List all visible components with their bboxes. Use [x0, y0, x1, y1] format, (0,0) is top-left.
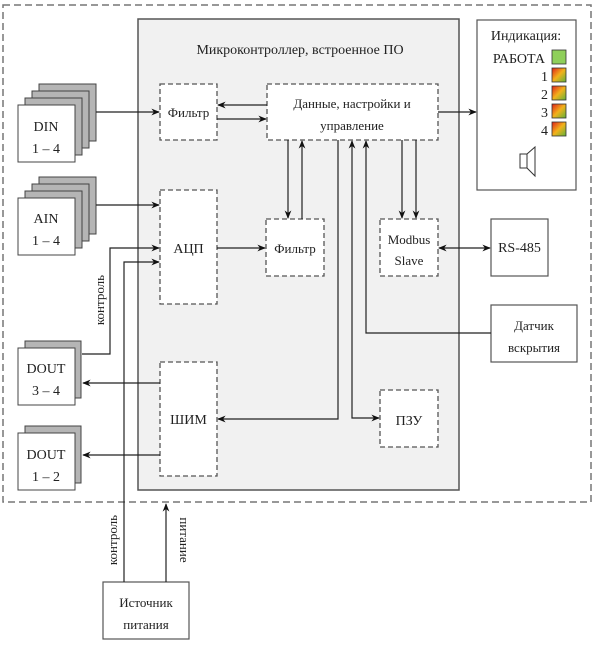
- led-work-label: РАБОТА: [493, 52, 546, 67]
- ain-stack: AIN 1 – 4: [17, 176, 97, 256]
- led-2-label: 2: [541, 88, 548, 103]
- indication-panel: Индикация: РАБОТА 1 2 3 4: [476, 19, 577, 191]
- dout34-stack: DOUT 3 – 4: [17, 340, 82, 406]
- led-4: 4: [541, 121, 567, 139]
- led-work-indicator: [551, 49, 567, 65]
- filter-mid-label: Фильтр: [274, 241, 316, 256]
- filter-top-label: Фильтр: [168, 105, 210, 120]
- pwm-block: ШИМ: [159, 361, 218, 477]
- led-3: 3: [541, 103, 567, 121]
- tamper-sensor-block: Датчик вскрытия: [490, 304, 578, 363]
- din-stack: DIN 1 – 4: [17, 83, 97, 163]
- speaker-icon: [519, 145, 536, 178]
- modbus-label-2: Slave: [395, 253, 424, 268]
- power-supply-label-2: питания: [123, 617, 168, 632]
- led-4-indicator: [551, 121, 567, 137]
- control-label-lower: контроль: [105, 515, 120, 565]
- led-1: 1: [541, 67, 567, 85]
- rom-block: ПЗУ: [379, 389, 439, 448]
- led-1-indicator: [551, 67, 567, 83]
- connections: [82, 101, 491, 582]
- din-label-1: DIN: [34, 120, 59, 135]
- filter-mid-block: Фильтр: [265, 218, 325, 277]
- dout12-stack: DOUT 1 – 2: [17, 425, 82, 491]
- mcu-title: Микроконтроллер, встроенное ПО: [196, 43, 403, 58]
- rs485-label: RS-485: [498, 241, 541, 256]
- rom-label: ПЗУ: [396, 414, 423, 429]
- ain-label-1: AIN: [34, 212, 59, 227]
- adc-label: АЦП: [173, 242, 203, 257]
- psu-control-to-adc-arrow: [123, 258, 160, 582]
- power-supply-block: Источник питания: [102, 581, 190, 640]
- led-2-indicator: [551, 85, 567, 101]
- din-label-2: 1 – 4: [32, 142, 60, 157]
- led-work: РАБОТА: [493, 49, 567, 67]
- sensor-to-data-arrow: [362, 140, 491, 334]
- device-boundary: [2, 4, 592, 503]
- modbus-block: Modbus Slave: [379, 218, 439, 277]
- tamper-sensor-label-2: вскрытия: [508, 340, 560, 355]
- dout12-label-1: DOUT: [27, 448, 66, 463]
- indication-title: Индикация:: [491, 29, 561, 44]
- data-to-pwm-arrow: [217, 140, 339, 423]
- led-3-label: 3: [541, 106, 548, 121]
- tamper-sensor-label-1: Датчик: [514, 318, 554, 333]
- rom-to-data-arrow: [348, 140, 380, 422]
- modbus-label-1: Modbus: [388, 232, 431, 247]
- power-supply-label-1: Источник: [119, 595, 173, 610]
- led-3-indicator: [551, 103, 567, 119]
- filter-top-block: Фильтр: [159, 83, 218, 141]
- led-4-label: 4: [541, 124, 548, 139]
- led-2: 2: [541, 85, 567, 103]
- dout12-label-2: 1 – 2: [32, 470, 60, 485]
- data-control-label-2: управление: [320, 118, 384, 133]
- dout34-label-1: DOUT: [27, 362, 66, 377]
- power-label: питание: [177, 517, 192, 562]
- rs485-block: RS-485: [490, 218, 549, 277]
- adc-block: АЦП: [159, 189, 218, 305]
- pwm-label: ШИМ: [170, 413, 207, 428]
- dout34-control-to-adc-arrow: [82, 244, 160, 355]
- ain-label-2: 1 – 4: [32, 234, 60, 249]
- dout34-label-2: 3 – 4: [32, 384, 60, 399]
- led-1-label: 1: [541, 70, 548, 85]
- control-label-upper: контроль: [92, 275, 107, 325]
- data-control-label-1: Данные, настройки и: [293, 96, 410, 111]
- data-control-block: Данные, настройки и управление: [266, 83, 439, 141]
